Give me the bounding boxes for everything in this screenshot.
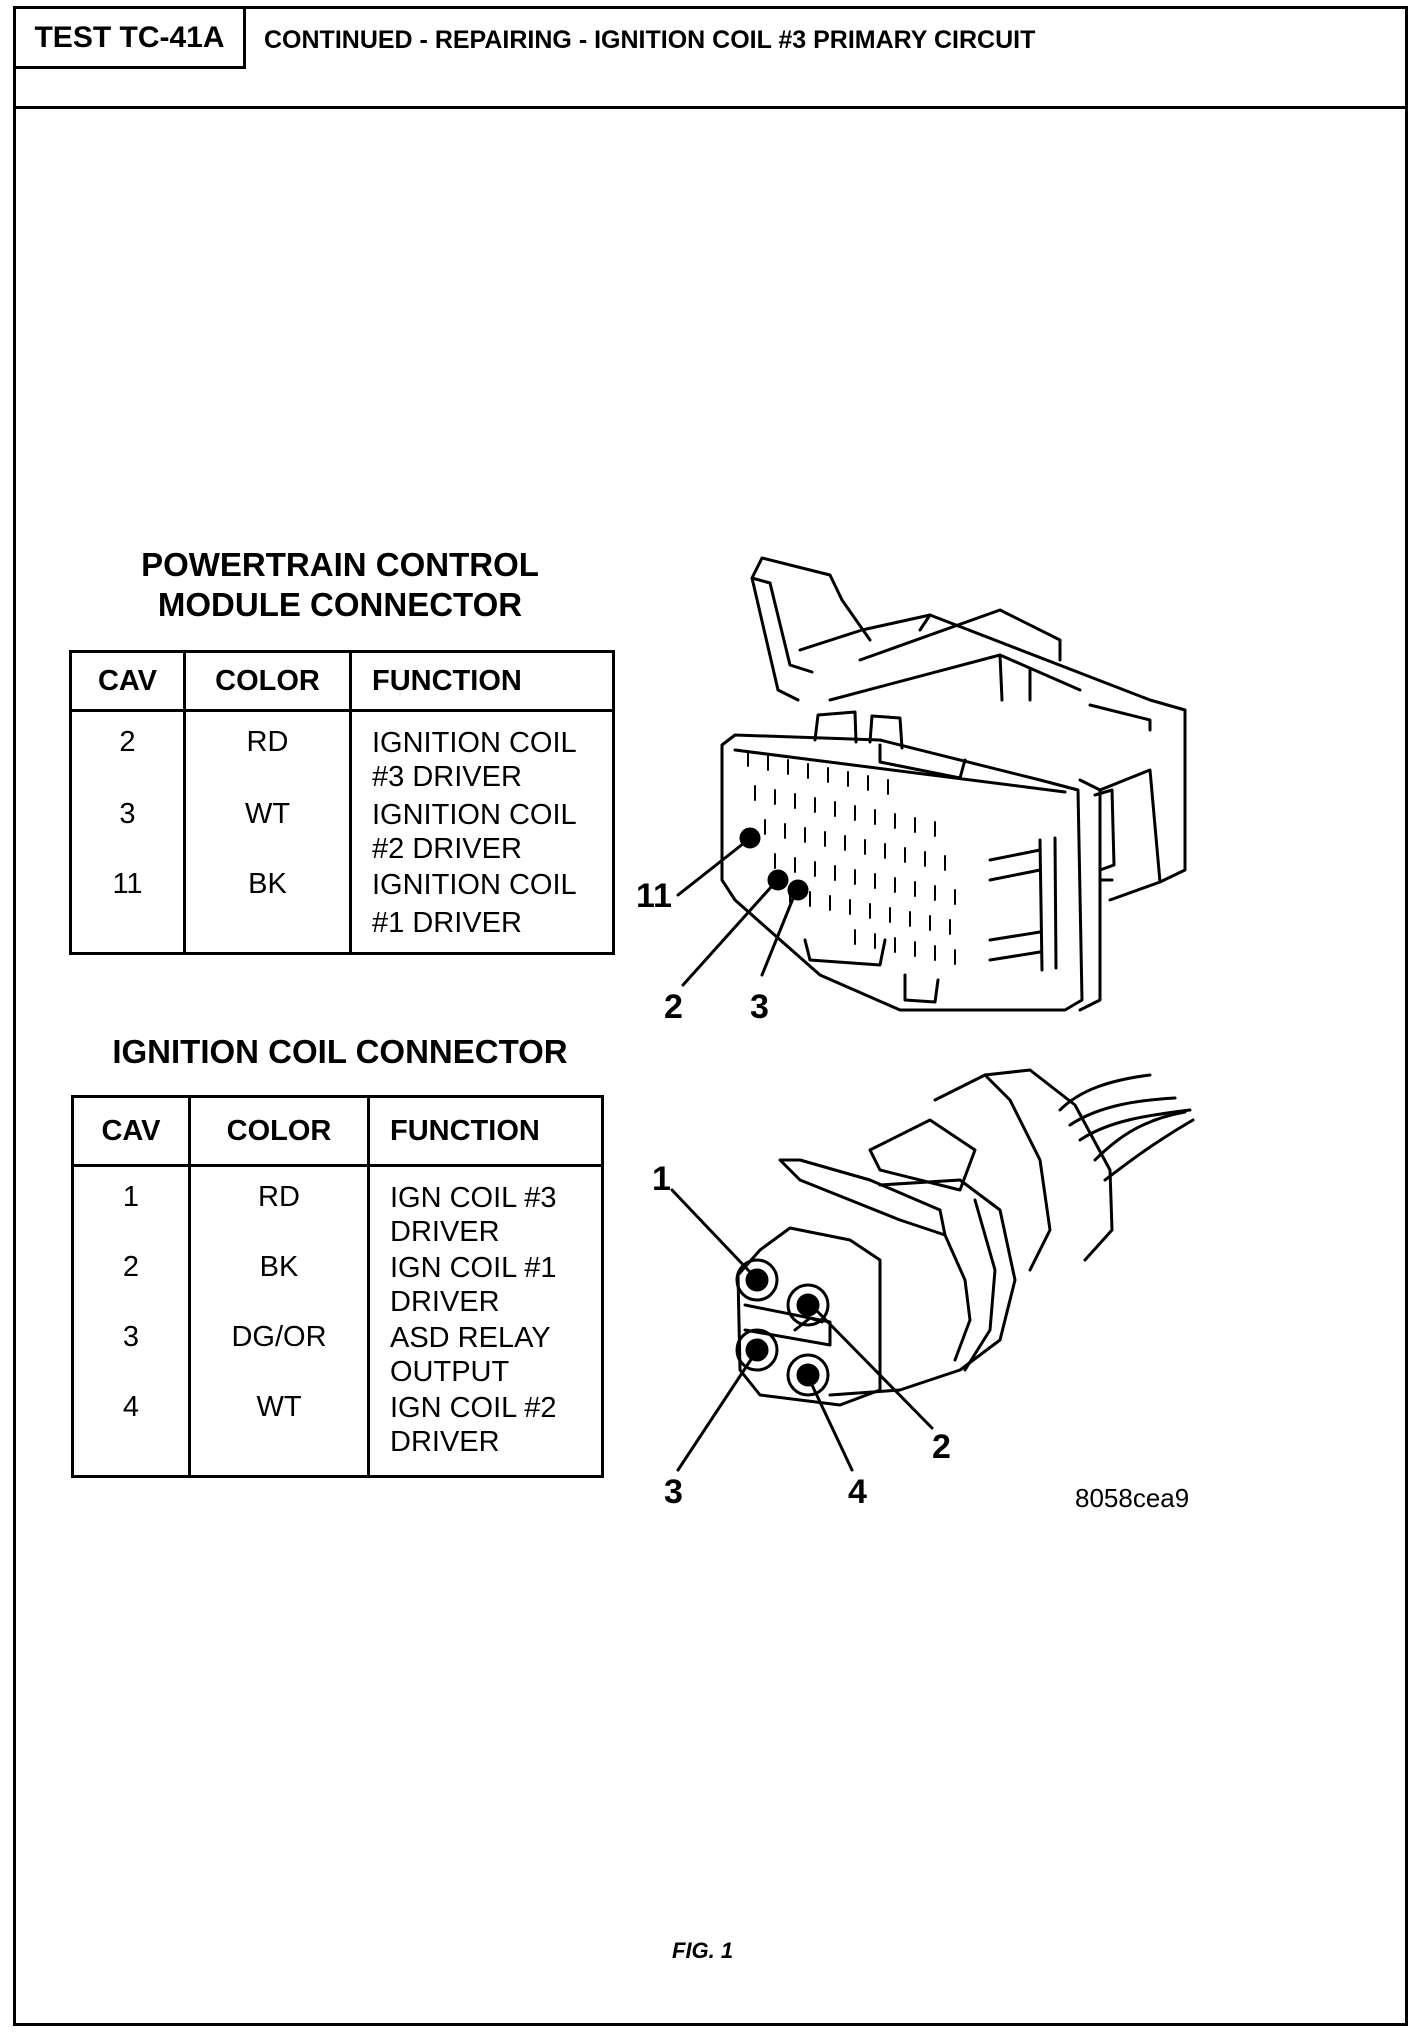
pcm-cavity-2 [767, 869, 789, 891]
header-row: TEST TC-41A CONTINUED - REPAIRING - IGNI… [16, 9, 1405, 109]
header-function: FUNCTION [367, 1095, 604, 1167]
coil-connector-table: CAV COLOR FUNCTION 1 RD IGN COIL #3 DRIV… [71, 1095, 604, 1478]
color-cell: DG/OR [231, 1321, 327, 1353]
color-cell: WT [244, 798, 291, 830]
header-color: COLOR [188, 1095, 370, 1167]
callout-2: 2 [664, 988, 683, 1026]
leader-line-c2 [816, 1310, 934, 1430]
header-cav: CAV [71, 1095, 191, 1167]
function-line: IGN COIL #3 [390, 1182, 557, 1214]
callout-11: 11 [636, 877, 672, 915]
coil-connector-drawing [670, 1068, 1195, 1472]
pcm-title-line1: POWERTRAIN CONTROL [141, 546, 539, 583]
cav-cell: 3 [119, 798, 136, 830]
cav-cell: 2 [122, 1251, 140, 1283]
color-cell: WT [256, 1391, 302, 1423]
callout-coil-3: 3 [664, 1473, 683, 1511]
function-line: ASD RELAY [390, 1322, 551, 1354]
pcm-cavity-3 [787, 879, 809, 901]
pcm-connector-title: POWERTRAIN CONTROL MODULE CONNECTOR [100, 545, 580, 625]
table-header-row: CAV COLOR FUNCTION [71, 1095, 604, 1167]
cav-cell: 3 [122, 1321, 140, 1353]
function-line: IGN COIL #1 [390, 1252, 557, 1284]
color-cell: BK [248, 868, 287, 900]
header-title: CONTINUED - REPAIRING - IGNITION COIL #3… [264, 26, 1036, 54]
color-cell: BK [259, 1251, 299, 1283]
function-line: DRIVER [390, 1216, 500, 1248]
coil-cavity-3-dot [745, 1338, 769, 1362]
coil-cavity-3 [735, 1328, 779, 1372]
coil-cavity-1-dot [745, 1268, 769, 1292]
color-cell: RD [246, 726, 289, 758]
function-line: #2 DRIVER [372, 833, 522, 865]
test-id-box: TEST TC-41A [16, 9, 246, 69]
leader-line-2 [681, 884, 774, 987]
cav-cell: 4 [122, 1391, 140, 1423]
function-line: #1 DRIVER [372, 907, 522, 939]
coil-cavity-4-dot [796, 1363, 820, 1387]
table-header-row: CAV COLOR FUNCTION [69, 650, 615, 712]
coil-cavity-2-dot [796, 1293, 820, 1317]
cav-cell: 2 [119, 726, 136, 758]
table-row: 4 WT IGN COIL #2 DRIVER [71, 1391, 604, 1478]
table-row: 2 BK IGN COIL #1 DRIVER [71, 1251, 604, 1321]
cav-cell: 1 [122, 1181, 140, 1213]
function-line: DRIVER [390, 1426, 500, 1458]
leader-line-c3 [676, 1356, 754, 1472]
cav-cell: 11 [112, 868, 143, 900]
coil-cavity-4 [786, 1353, 830, 1397]
color-cell: RD [258, 1181, 300, 1213]
function-line: #3 DRIVER [372, 761, 522, 793]
pcm-cavity-11 [739, 827, 761, 849]
callout-coil-4: 4 [848, 1473, 867, 1511]
pcm-connector-drawing [676, 556, 1187, 1012]
table-row: 3 WT IGNITION COIL #2 DRIVER [69, 798, 615, 868]
function-line: DRIVER [390, 1286, 500, 1318]
function-line: IGN COIL #2 [390, 1392, 557, 1424]
function-line: IGNITION COIL [372, 869, 577, 901]
callout-coil-2: 2 [932, 1428, 951, 1466]
leader-line-c4 [810, 1383, 854, 1472]
callout-coil-1: 1 [652, 1160, 671, 1198]
pcm-title-line2: MODULE CONNECTOR [157, 586, 523, 623]
leader-line-3 [760, 894, 796, 977]
leader-line-11 [676, 841, 746, 897]
coil-connector-title: IGNITION COIL CONNECTOR [112, 1033, 568, 1070]
figure-code: 8058cea9 [1075, 1483, 1190, 1513]
table-row: 1 RD IGN COIL #3 DRIVER [71, 1165, 604, 1251]
table-row: 2 RD IGNITION COIL #3 DRIVER [69, 710, 615, 798]
header-cav: CAV [69, 650, 186, 712]
header-function: FUNCTION [349, 650, 615, 712]
coil-cavity-2 [786, 1283, 830, 1327]
pcm-pin-grid [747, 751, 956, 965]
function-line: IGNITION COIL [372, 727, 577, 759]
leader-line-c1 [670, 1188, 752, 1274]
figure-label: FIG. 1 [672, 1938, 734, 1963]
page-frame: TEST TC-41A CONTINUED - REPAIRING - IGNI… [13, 6, 1408, 2026]
header-color: COLOR [183, 650, 352, 712]
callout-3: 3 [750, 988, 769, 1026]
function-line: IGNITION COIL [372, 799, 577, 831]
table-row: 11 BK IGNITION COIL #1 DRIVER [69, 868, 615, 955]
function-line: OUTPUT [390, 1356, 510, 1388]
coil-cavity-1 [735, 1258, 779, 1302]
pcm-connector-table: CAV COLOR FUNCTION 2 RD IGNITION COIL #3… [69, 650, 615, 955]
table-row: 3 DG/OR ASD RELAY OUTPUT [71, 1321, 604, 1391]
